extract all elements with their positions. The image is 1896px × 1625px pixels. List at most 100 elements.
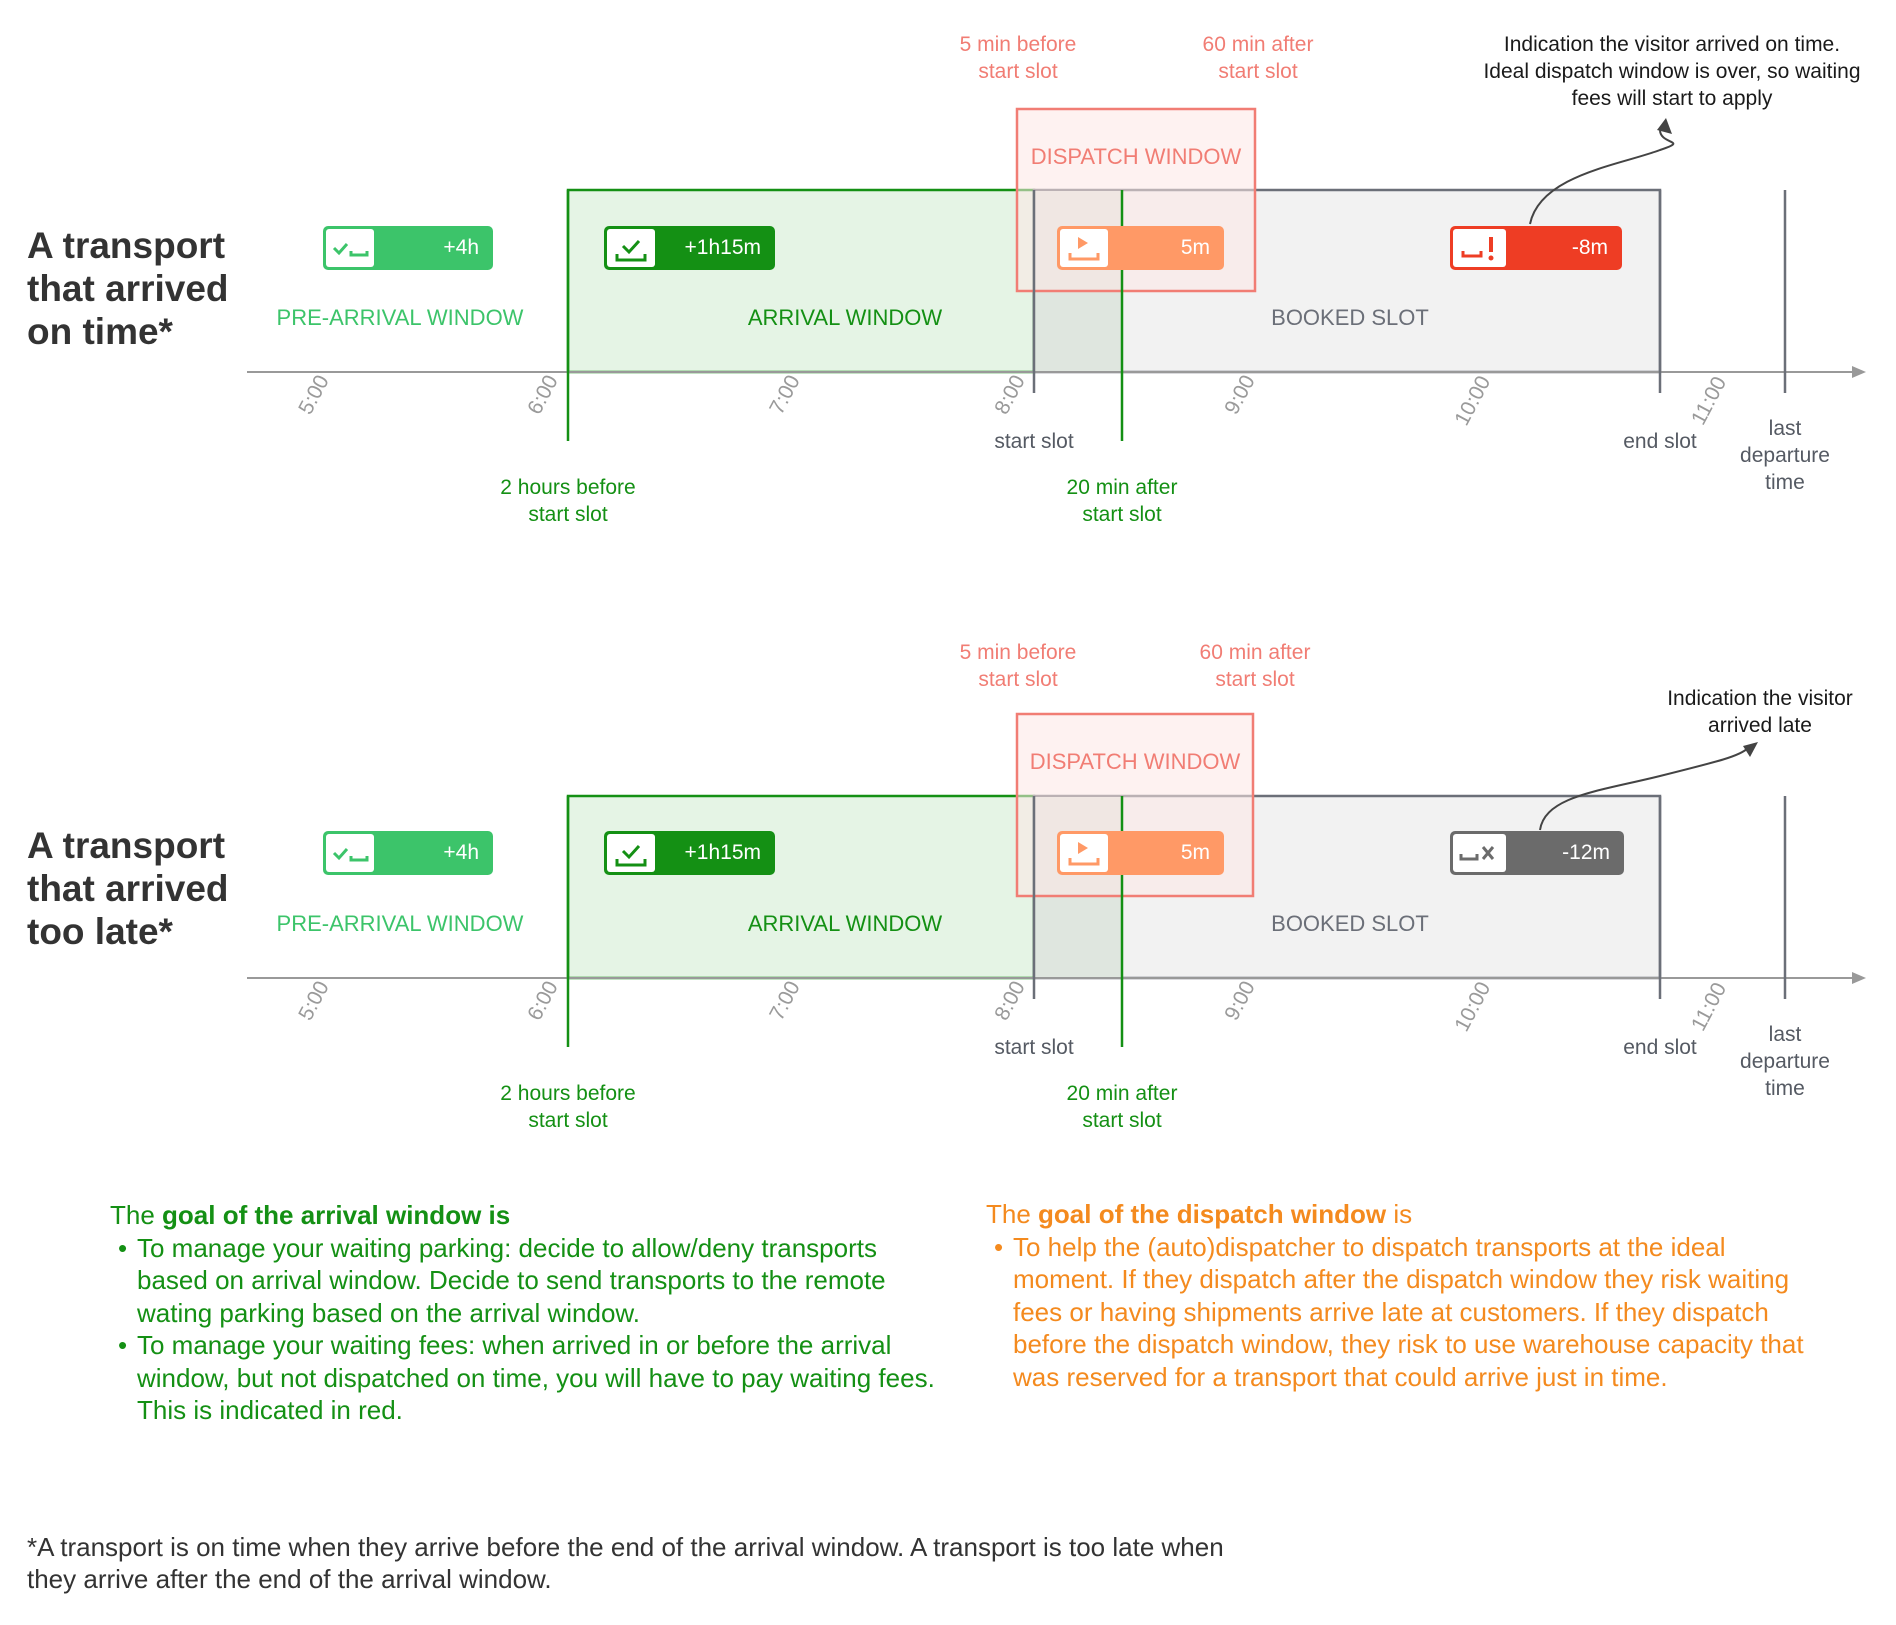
badge-text: +1h15m <box>684 841 761 864</box>
badge-late: -12m <box>1450 831 1624 875</box>
list-item: To help the (auto)dispatcher to dispatch… <box>986 1231 1816 1394</box>
arrival-window-label: ARRIVAL WINDOW <box>747 911 943 936</box>
heading-line: A transport <box>27 225 226 266</box>
arrival-window-area <box>566 794 1036 980</box>
timeline-diagram <box>247 712 1866 1047</box>
checkmark-underscore-icon <box>326 229 374 267</box>
caption-line: 2 hours before <box>500 1082 636 1105</box>
five-min-before-label: 5 min before start slot <box>918 639 1118 693</box>
heading-line: that arrived <box>27 868 229 909</box>
goal-intro: The <box>986 1199 1039 1229</box>
annotation-line: Indication the visitor <box>1667 687 1853 710</box>
waiting-fee-alert-icon <box>1453 229 1506 267</box>
pre-arrival-window-label: PRE-ARRIVAL WINDOW <box>276 305 524 330</box>
timeline-section-on-time: A transport that arrived on time* 5 min … <box>0 0 1896 600</box>
dispatch-window-goal: The goal of the dispatch window is To he… <box>986 1198 1816 1393</box>
twenty-min-after-label: 20 min after start slot <box>1022 474 1222 528</box>
timeline-diagram <box>247 107 1866 441</box>
sixty-min-after-label: 60 min after start slot <box>1155 639 1355 693</box>
caption-line: time <box>1765 471 1805 494</box>
checkmark-underscore-icon <box>326 834 374 872</box>
caption-line: departure <box>1740 444 1830 467</box>
caption-line: start slot <box>1082 1109 1162 1132</box>
timeline-section-too-late: A transport that arrived too late* 5 min… <box>0 606 1896 1206</box>
caption-line: start slot <box>978 668 1058 691</box>
dispatch-goal-title: The goal of the dispatch window is <box>986 1198 1816 1231</box>
badge-waiting-fee: -8m <box>1450 226 1622 270</box>
footnote: *A transport is on time when they arrive… <box>27 1532 1224 1594</box>
last-departure-label: last departure time <box>1715 1021 1855 1102</box>
caption-line: departure <box>1740 1050 1830 1073</box>
annotation-arrow <box>1529 129 1675 225</box>
twenty-min-after-label: 20 min after start slot <box>1022 1080 1222 1134</box>
pre-arrival-window-label: PRE-ARRIVAL WINDOW <box>276 911 524 936</box>
caption-line: start slot <box>1218 60 1298 83</box>
heading-line: on time* <box>27 311 173 352</box>
badge-arrival: +1h15m <box>604 831 775 875</box>
arrival-window-area <box>566 188 1036 374</box>
sixty-min-after-label: 60 min after start slot <box>1158 31 1358 85</box>
caption-line: last <box>1768 417 1802 440</box>
caption-line: 5 min before <box>959 641 1077 664</box>
annotation-line: arrived late <box>1708 714 1812 737</box>
annotation-too-late: Indication the visitor arrived late <box>1620 685 1896 739</box>
last-departure-label: last departure time <box>1715 415 1855 496</box>
goal-bold: goal of the arrival window is <box>162 1200 511 1230</box>
start-slot-label: start slot <box>994 1036 1074 1059</box>
heading-line: too late* <box>27 911 173 952</box>
dispatch-window-label: DISPATCH WINDOW <box>1029 749 1241 774</box>
dispatch-play-icon <box>1060 229 1108 267</box>
caption-line: 20 min after <box>1066 476 1178 499</box>
five-min-before-label: 5 min before start slot <box>918 31 1118 85</box>
annotation-line: fees will start to apply <box>1571 87 1773 110</box>
two-hours-before-label: 2 hours before start slot <box>468 474 668 528</box>
heading-line: A transport <box>27 825 226 866</box>
list-item: To manage your waiting parking: decide t… <box>110 1232 940 1330</box>
caption-line: 5 min before <box>959 33 1077 56</box>
goal-intro: The <box>110 1200 163 1230</box>
badge-text: 5m <box>1180 841 1210 864</box>
annotation-line: Ideal dispatch window is over, so waitin… <box>1483 60 1861 83</box>
list-item: To manage your waiting fees: when arrive… <box>110 1329 940 1427</box>
badge-dispatch: 5m <box>1057 226 1224 270</box>
caption-line: start slot <box>528 1109 608 1132</box>
caption-line: start slot <box>528 503 608 526</box>
axis-arrow-icon <box>1852 972 1866 984</box>
inbox-check-icon <box>607 834 655 872</box>
badge-pre-arrival: +4h <box>323 831 493 875</box>
arrival-window-goal: The goal of the arrival window is To man… <box>110 1199 940 1427</box>
goal-bold: goal of the dispatch window <box>1038 1199 1387 1229</box>
badge-text: -12m <box>1562 841 1610 864</box>
section-heading: A transport that arrived too late* <box>27 824 247 953</box>
caption-line: 20 min after <box>1066 1082 1178 1105</box>
annotation-on-time: Indication the visitor arrived on time. … <box>1432 31 1896 112</box>
caption-line: 2 hours before <box>500 476 636 499</box>
arrival-goal-list: To manage your waiting parking: decide t… <box>110 1232 940 1427</box>
end-slot-label: end slot <box>1623 1036 1697 1059</box>
heading-line: that arrived <box>27 268 229 309</box>
dispatch-play-icon <box>1060 834 1108 872</box>
arrival-window-label: ARRIVAL WINDOW <box>747 305 943 330</box>
caption-line: 60 min after <box>1202 33 1314 56</box>
booked-slot-label: BOOKED SLOT <box>1271 305 1429 330</box>
badge-dispatch: 5m <box>1057 831 1224 875</box>
annotation-line: Indication the visitor arrived on time. <box>1503 33 1841 56</box>
caption-line: start slot <box>1082 503 1162 526</box>
two-hours-before-label: 2 hours before start slot <box>468 1080 668 1134</box>
caption-line: last <box>1768 1023 1802 1046</box>
inbox-check-icon <box>607 229 655 267</box>
section-heading: A transport that arrived on time* <box>27 224 247 353</box>
caption-line: time <box>1765 1077 1805 1100</box>
end-slot-label: end slot <box>1623 430 1697 453</box>
arrival-goal-title: The goal of the arrival window is <box>110 1199 940 1232</box>
booked-slot-label: BOOKED SLOT <box>1271 911 1429 936</box>
caption-line: start slot <box>978 60 1058 83</box>
badge-text: +4h <box>443 841 479 864</box>
caption-line: 60 min after <box>1199 641 1311 664</box>
annotation-arrow <box>1539 747 1749 831</box>
late-cross-icon <box>1453 834 1506 872</box>
start-slot-label: start slot <box>994 430 1074 453</box>
badge-text: -8m <box>1571 236 1608 259</box>
annotation-arrow-head-icon <box>1657 118 1672 134</box>
dispatch-window-label: DISPATCH WINDOW <box>1030 144 1242 169</box>
